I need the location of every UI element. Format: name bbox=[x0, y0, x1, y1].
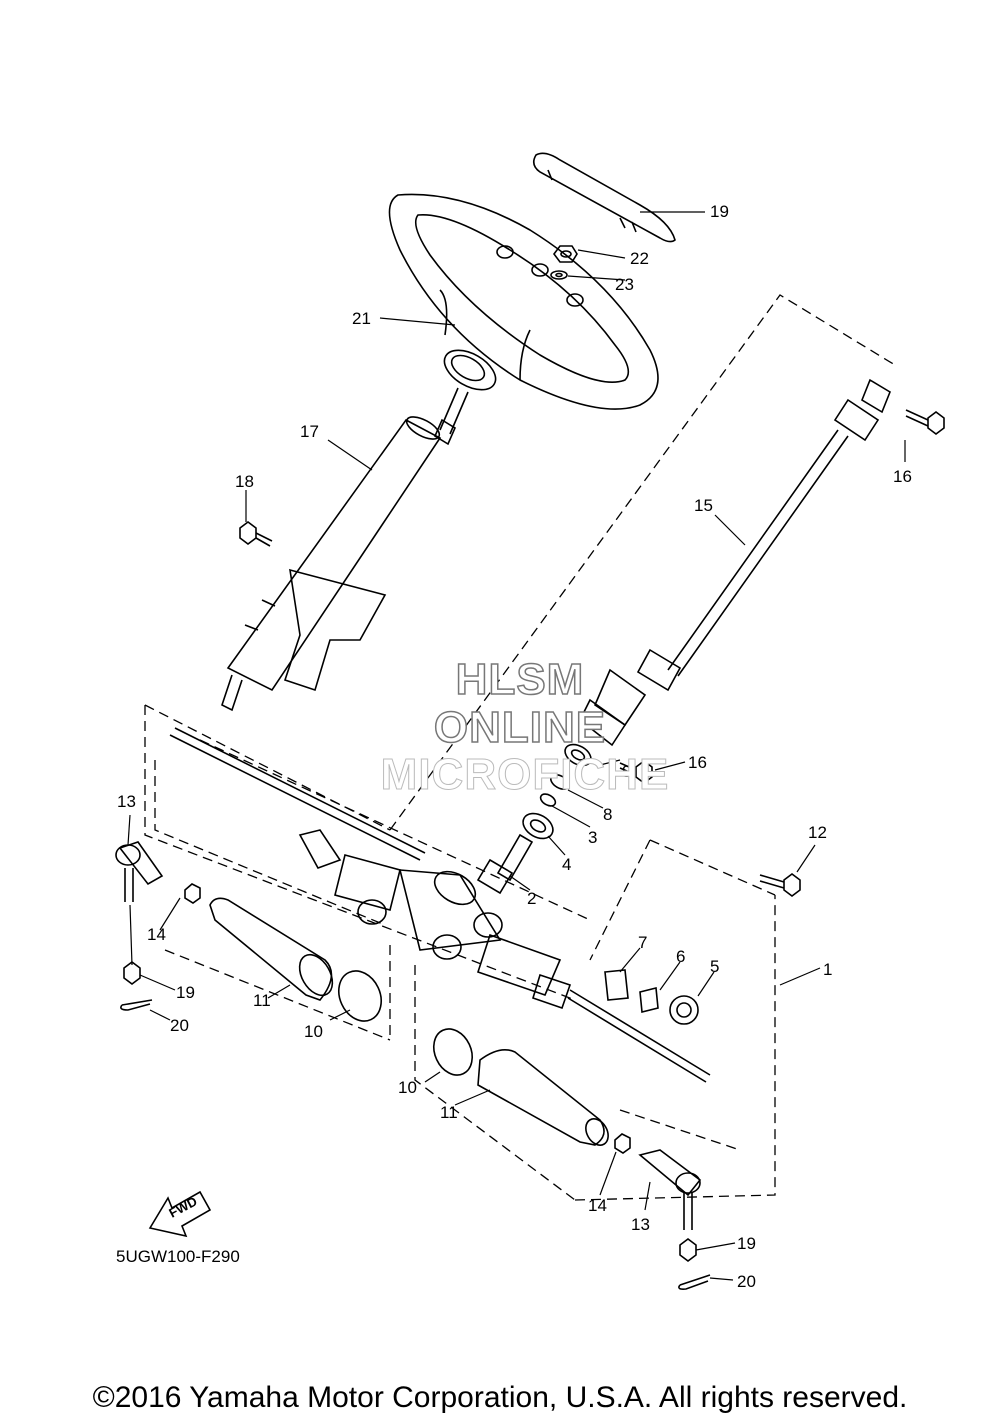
part-11-boot-right bbox=[477, 1049, 609, 1146]
watermark-line-3: MICROFICHE bbox=[380, 750, 670, 800]
callout-5: 5 bbox=[710, 957, 719, 976]
callout-11-right: 11 bbox=[440, 1103, 458, 1122]
part-13-tie-rod-end-left bbox=[115, 841, 164, 902]
part-23-washer bbox=[550, 270, 568, 280]
fwd-label: FWD bbox=[166, 1194, 199, 1221]
callout-labels: 19 22 23 21 17 18 15 16 16 9 8 3 4 2 12 … bbox=[117, 202, 912, 1291]
callout-24: 19 bbox=[710, 202, 729, 221]
part-19-nut-right bbox=[679, 1238, 697, 1262]
callout-15: 15 bbox=[694, 496, 713, 515]
callout-12: 12 bbox=[808, 823, 827, 842]
callout-19-right: 19 bbox=[737, 1234, 756, 1253]
part-16-bolt-lower bbox=[619, 760, 653, 784]
part-14-nut-left bbox=[184, 883, 201, 904]
callout-10-left: 10 bbox=[304, 1022, 323, 1041]
callout-8: 8 bbox=[603, 805, 612, 824]
part-20-cotter-pin-right bbox=[678, 1274, 711, 1290]
part-4-bearing bbox=[522, 812, 554, 840]
part-13-tie-rod-end-right bbox=[638, 1149, 702, 1230]
diagram-code: 5UGW100-F290 bbox=[116, 1247, 240, 1266]
part-2-pinion bbox=[476, 833, 534, 895]
callout-19-left: 19 bbox=[176, 983, 195, 1002]
callout-14-right: 14 bbox=[588, 1196, 607, 1215]
callout-23: 23 bbox=[615, 275, 634, 294]
part-12-bolt bbox=[759, 873, 801, 897]
callout-3: 3 bbox=[588, 828, 597, 847]
part-7-bushing bbox=[604, 969, 629, 1001]
part-1-rack-housing bbox=[169, 727, 711, 1083]
part-17-steering-column bbox=[221, 387, 469, 712]
part-14-nut-right bbox=[614, 1133, 631, 1154]
callout-17: 17 bbox=[300, 422, 319, 441]
callout-16-upper: 16 bbox=[893, 467, 912, 486]
callout-6: 6 bbox=[676, 947, 685, 966]
callout-13-left: 13 bbox=[117, 792, 136, 811]
callout-11-left: 11 bbox=[253, 991, 271, 1010]
callout-20-left: 20 bbox=[170, 1016, 189, 1035]
assembly-boundaries bbox=[144, 294, 896, 1201]
part-10-clamp-left bbox=[338, 970, 382, 1022]
callout-20-right: 20 bbox=[737, 1272, 756, 1291]
part-16-bolt-upper bbox=[905, 409, 945, 435]
part-20-cotter-pin-left bbox=[120, 999, 153, 1011]
callout-9: 9 bbox=[622, 762, 631, 781]
callout-22: 22 bbox=[630, 249, 649, 268]
part-5-plug bbox=[669, 995, 699, 1025]
callout-1: 1 bbox=[823, 960, 832, 979]
callout-7: 7 bbox=[638, 933, 647, 952]
callout-4: 4 bbox=[562, 855, 571, 874]
callout-13-right: 13 bbox=[631, 1215, 650, 1234]
copyright-notice: ©2016 Yamaha Motor Corporation, U.S.A. A… bbox=[92, 1381, 908, 1414]
part-11-boot-left bbox=[209, 897, 334, 1001]
part-9-seal bbox=[564, 743, 592, 767]
part-10-clamp-right bbox=[432, 1028, 474, 1076]
part-22-nut bbox=[553, 245, 578, 263]
callout-2: 2 bbox=[527, 889, 536, 908]
callout-16-lower: 16 bbox=[688, 753, 707, 772]
callout-10-right: 10 bbox=[398, 1078, 417, 1097]
fwd-arrow bbox=[148, 1190, 212, 1238]
part-3-circlip bbox=[539, 793, 557, 807]
watermark-line-1: HLSM bbox=[455, 654, 585, 705]
callout-14-left: 14 bbox=[147, 925, 166, 944]
part-15-shaft bbox=[578, 378, 891, 747]
part-24-cover bbox=[532, 152, 676, 243]
callout-21: 21 bbox=[352, 309, 371, 328]
leader-lines bbox=[127, 211, 906, 1281]
part-6-spring bbox=[639, 986, 659, 1014]
part-19-nut-left bbox=[123, 961, 141, 985]
part-18-bolt bbox=[239, 521, 273, 547]
part-8-washer bbox=[550, 773, 570, 791]
callout-18: 18 bbox=[235, 472, 254, 491]
part-21-steering-wheel bbox=[388, 193, 659, 410]
watermark-line-2: ONLINE bbox=[433, 702, 607, 753]
